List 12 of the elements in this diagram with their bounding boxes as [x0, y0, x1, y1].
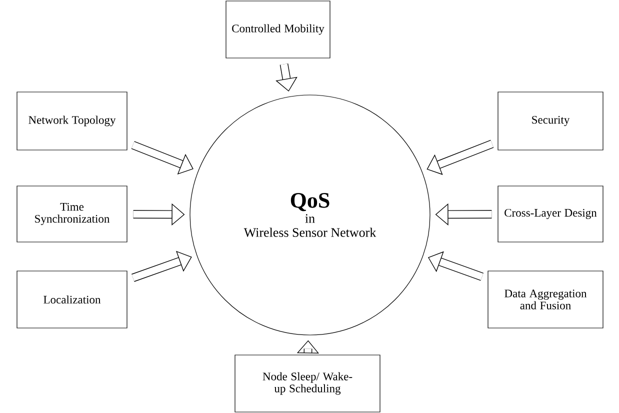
block-arrow — [133, 203, 185, 226]
factor-box: Network Topology — [16, 92, 128, 150]
block-arrow — [131, 141, 194, 174]
factor-box: Cross-Layer Design — [498, 186, 604, 242]
block-arrow — [426, 140, 494, 175]
factor-box: Node Sleep/ Wake-up Scheduling — [234, 354, 380, 412]
factor-box: Localization — [16, 270, 128, 328]
factor-box: Time Synchronization — [16, 186, 128, 242]
block-arrow — [132, 250, 192, 282]
factor-box: Controlled Mobility — [226, 0, 330, 58]
factor-box: Data Aggregation and Fusion — [488, 270, 604, 328]
factor-box: Security — [498, 92, 604, 150]
